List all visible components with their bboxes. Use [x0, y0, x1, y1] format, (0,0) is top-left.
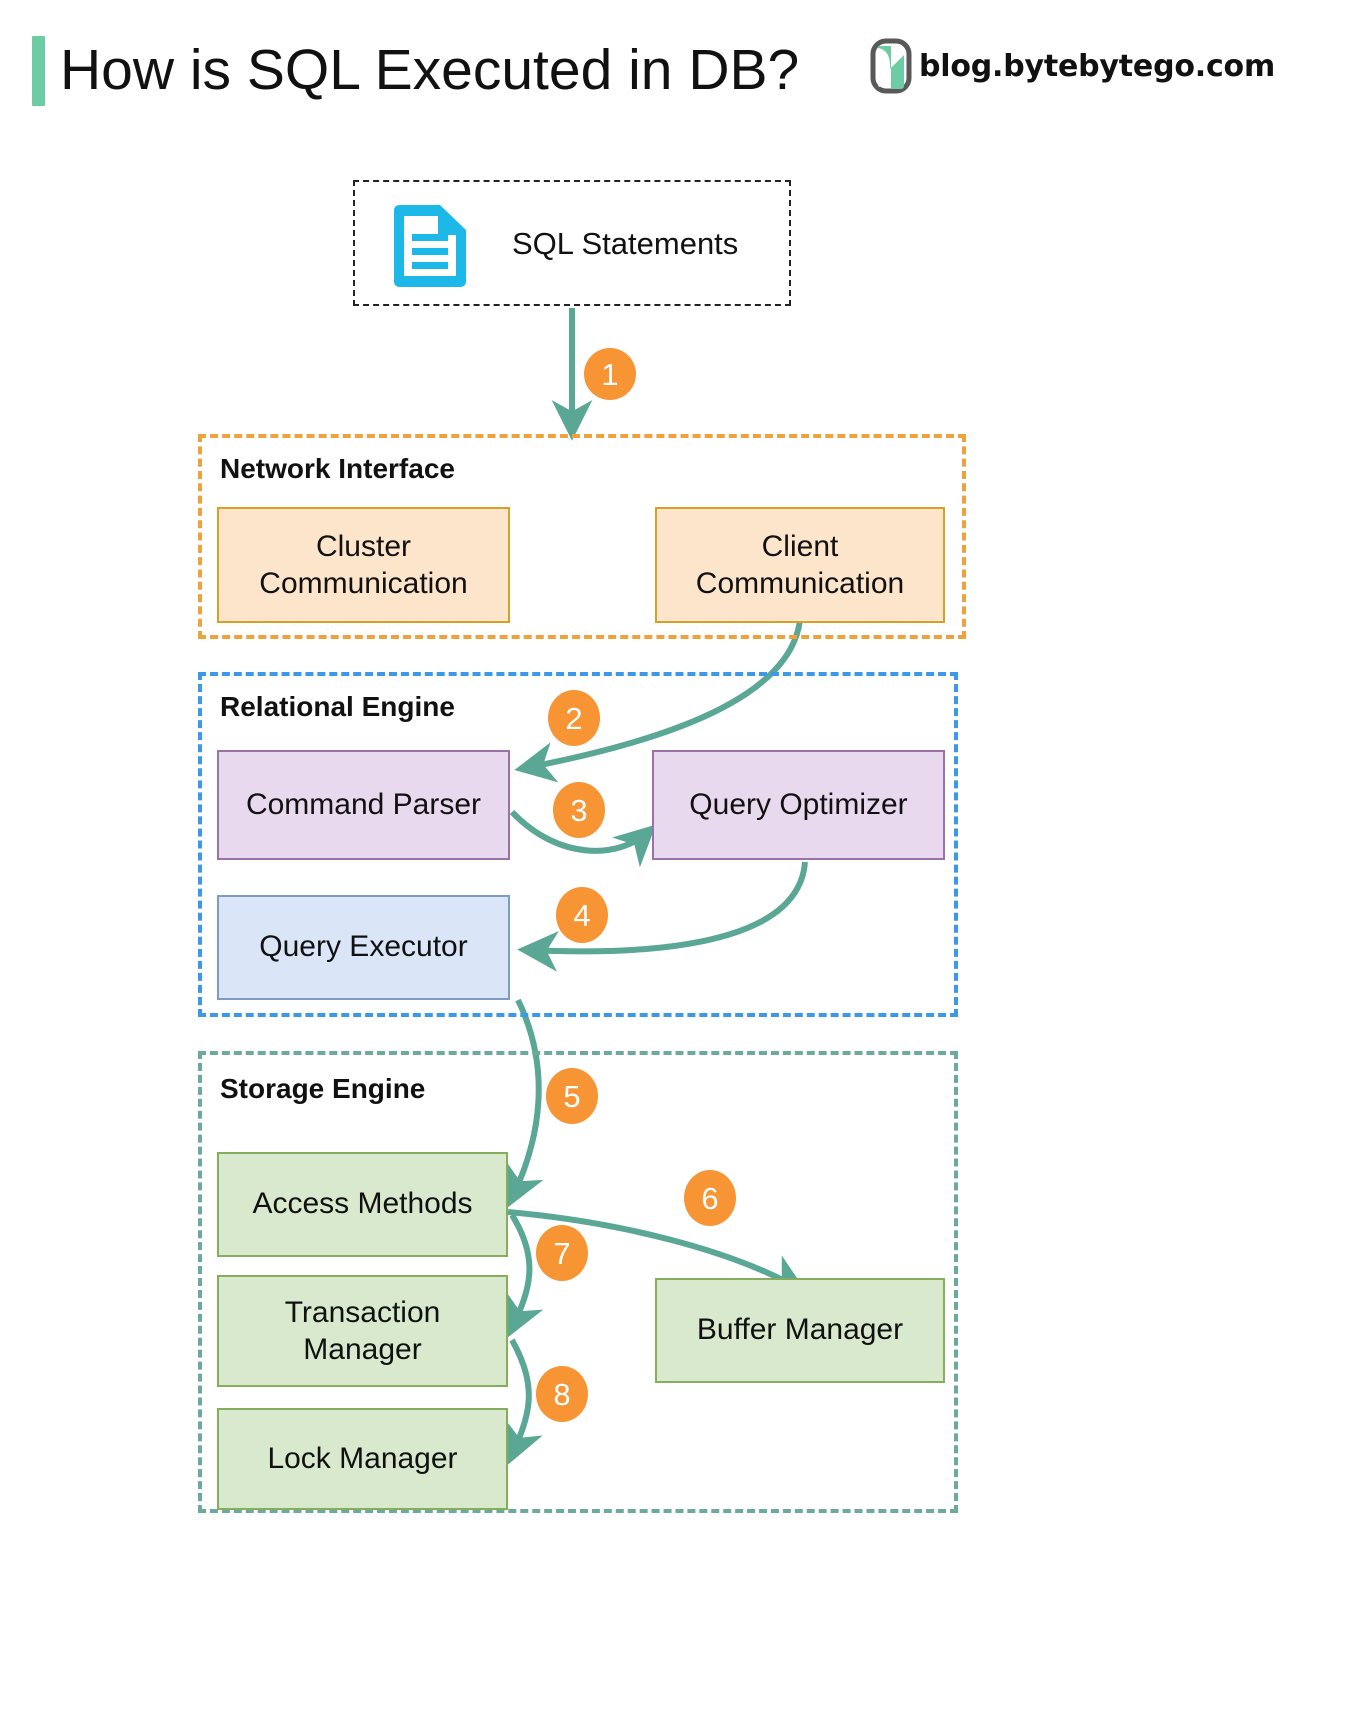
- page-header: How is SQL Executed in DB? blog.bytebyte…: [0, 0, 1358, 140]
- node-lock-manager[interactable]: Lock Manager: [217, 1408, 508, 1510]
- page-title: How is SQL Executed in DB?: [60, 38, 800, 102]
- sql-statements-box: [353, 180, 791, 306]
- title-accent-bar: [32, 36, 45, 106]
- step-badge-6: 6: [684, 1170, 736, 1226]
- step-badge-4: 4: [556, 887, 608, 943]
- node-buffer-manager[interactable]: Buffer Manager: [655, 1278, 945, 1383]
- cluster-communication-line2: Communication: [259, 567, 468, 600]
- group-storage-engine: [198, 1051, 958, 1513]
- client-communication-line2: Communication: [695, 567, 905, 600]
- sql-statements-label: SQL Statements: [512, 226, 739, 261]
- cluster-communication-line1: Cluster: [315, 529, 411, 563]
- node-query-executor[interactable]: Query Executor: [217, 895, 510, 1000]
- node-query-optimizer[interactable]: Query Optimizer: [652, 750, 945, 860]
- group-label-storage-engine: Storage Engine: [220, 1073, 426, 1104]
- node-access-methods[interactable]: Access Methods: [217, 1152, 508, 1257]
- step-badge-8: 8: [536, 1366, 588, 1422]
- step-badge-7: 7: [536, 1225, 588, 1281]
- group-label-network-interface: Network Interface: [220, 453, 455, 484]
- step-badge-1: 1: [584, 348, 636, 400]
- brand-text: blog.bytebytego.com: [919, 48, 1276, 84]
- group-relational-engine: [198, 672, 958, 1017]
- step-badge-3: 3: [553, 782, 605, 838]
- step-badge-5: 5: [546, 1068, 598, 1124]
- transaction-manager-line2: Manager: [303, 1333, 422, 1366]
- node-command-parser[interactable]: Command Parser: [217, 750, 510, 860]
- brand: blog.bytebytego.com: [870, 38, 1275, 94]
- document-icon: [388, 203, 468, 289]
- group-label-relational-engine: Relational Engine: [220, 691, 455, 722]
- step-badge-2: 2: [548, 690, 600, 746]
- client-communication-line1: Client: [761, 529, 839, 563]
- node-client-communication[interactable]: Client Communication: [655, 507, 945, 623]
- transaction-manager-line1: Transaction: [284, 1295, 441, 1329]
- node-cluster-communication[interactable]: Cluster Communication: [217, 507, 510, 623]
- bytebytego-logo-icon: [870, 38, 912, 94]
- node-transaction-manager[interactable]: Transaction Manager: [217, 1275, 508, 1387]
- group-network-interface: [198, 434, 966, 639]
